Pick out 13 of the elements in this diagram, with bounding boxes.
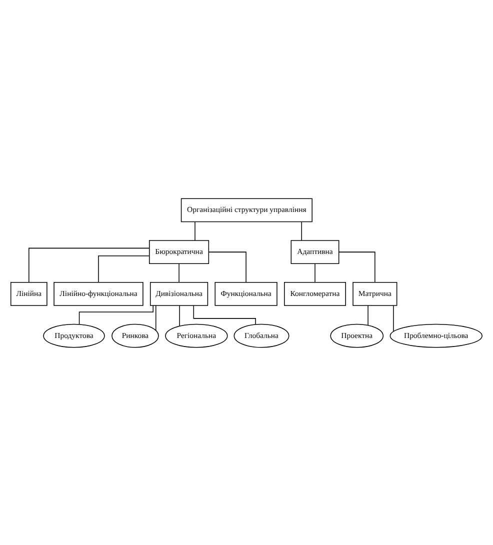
connector [179, 304, 180, 326]
connector [193, 304, 256, 324]
connector [178, 262, 180, 282]
connector [393, 304, 394, 332]
connector [338, 251, 376, 282]
connector [78, 304, 154, 324]
connector [208, 251, 246, 282]
connector [301, 220, 302, 240]
connector [98, 255, 150, 282]
connector [314, 262, 316, 282]
connector [155, 304, 156, 330]
connector [194, 220, 196, 240]
connector [28, 247, 150, 282]
